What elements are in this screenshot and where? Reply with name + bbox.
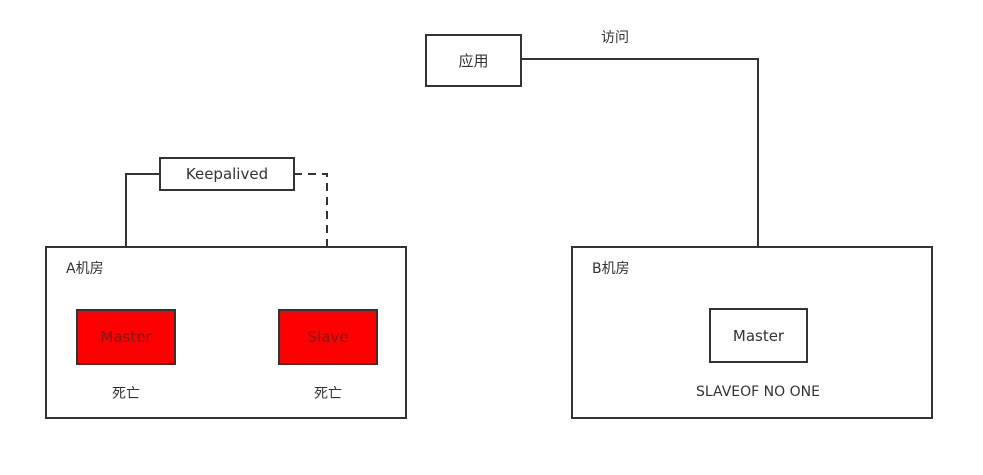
room-a-slave-node: Slave	[278, 309, 378, 365]
room-a-slave-status: 死亡	[314, 386, 342, 402]
room-b-title: B机房	[592, 261, 630, 277]
room-a-master-status: 死亡	[112, 386, 140, 402]
app-node: 应用	[425, 34, 522, 87]
room-a-master-node: Master	[76, 309, 176, 365]
room-a-title: A机房	[66, 261, 104, 277]
room-b-master-label: Master	[732, 326, 785, 345]
room-b-master-node: Master	[709, 308, 808, 363]
edge-app-to-b-master	[522, 58, 764, 307]
room-b-master-command: SLAVEOF NO ONE	[696, 384, 820, 400]
keepalived-node: Keepalived	[159, 157, 295, 191]
room-a-master-label: Master	[100, 328, 152, 346]
access-label: 访问	[601, 30, 629, 46]
room-a-slave-label: Slave	[307, 328, 349, 346]
app-node-label: 应用	[458, 52, 489, 70]
keepalived-node-label: Keepalived	[185, 165, 269, 183]
edge-keepalived-to-a-slave	[294, 173, 333, 309]
